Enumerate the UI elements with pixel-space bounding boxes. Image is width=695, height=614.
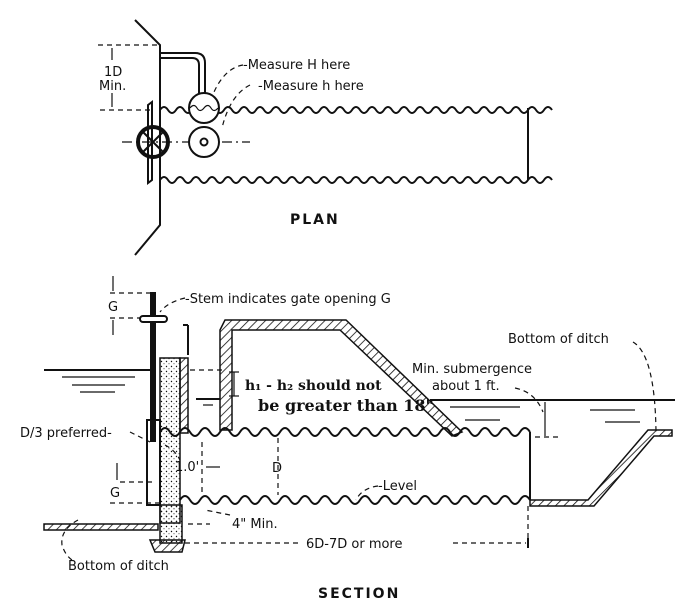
min-submergence-line2: about 1 ft.	[432, 379, 500, 394]
plan-channel-top	[159, 106, 553, 114]
min-submergence-line1: Min. submergence	[412, 362, 532, 377]
callout-bottom-of-ditch-left: Bottom of ditch	[68, 559, 169, 574]
head-note-line2: be greater than 18"	[258, 396, 434, 415]
callout-leader-submergence	[514, 387, 544, 413]
d3-preferred-label: D/3 preferred-	[20, 426, 112, 441]
g-top-label: G	[108, 300, 118, 315]
head-note-line1: h₁ - h₂ should not	[245, 378, 382, 394]
callout-leader-H	[213, 64, 244, 93]
gate-stem	[150, 292, 156, 442]
upstream-ditch-bed	[43, 523, 159, 531]
callout-leader-one-foot	[164, 444, 181, 461]
embankment-structure	[219, 319, 464, 437]
downstream-ditch-bed	[529, 429, 673, 507]
length-label: 6D-7D or more	[306, 537, 403, 552]
callout-leader-level	[355, 485, 379, 501]
section-view: G -Stem indicates gate opening G h₁ - h₂	[20, 276, 675, 602]
callout-bottom-of-ditch-right: Bottom of ditch	[508, 332, 609, 347]
callout-leader-stem	[159, 297, 186, 313]
callout-leader-h	[221, 84, 251, 129]
pipe-bottom-corrugation	[179, 495, 531, 505]
headwall-lining	[179, 357, 189, 434]
callout-measure-H: -Measure H here	[243, 58, 350, 73]
callout-leader-4in	[204, 509, 231, 516]
headwall-concrete	[159, 357, 181, 524]
callout-leader-ditch-right	[632, 341, 657, 433]
dim-min-label: Min.	[99, 79, 126, 94]
pipe-top-corrugation	[159, 427, 531, 437]
plan-view: 1D Min. -Measure H here -Measure h here …	[98, 19, 553, 256]
footing-concrete	[159, 504, 183, 544]
gate-wheel-spoke	[142, 131, 164, 153]
one-foot-label: 1.0'	[175, 460, 199, 475]
measure-h-well	[188, 126, 220, 158]
d-label: D	[272, 461, 282, 476]
measure-pipe-inner	[161, 57, 200, 93]
section-title: SECTION	[318, 586, 400, 602]
g-bottom-label: G	[110, 486, 120, 501]
callout-leader-d3	[129, 431, 151, 443]
four-in-min-label: 4" Min.	[232, 517, 278, 532]
stem-handwheel	[139, 315, 168, 323]
measure-pipe	[161, 52, 206, 93]
callout-leader-ditch-left	[61, 519, 79, 561]
callout-measure-h: -Measure h here	[258, 79, 364, 94]
callout-stem: -Stem indicates gate opening G	[185, 292, 391, 307]
plan-channel-bottom	[159, 176, 553, 184]
measure-H-water	[189, 104, 219, 112]
plan-title: PLAN	[290, 212, 340, 228]
measure-h-well-center	[199, 137, 209, 147]
dim-1d-label: 1D	[104, 65, 122, 80]
level-label: -Level	[378, 479, 417, 494]
